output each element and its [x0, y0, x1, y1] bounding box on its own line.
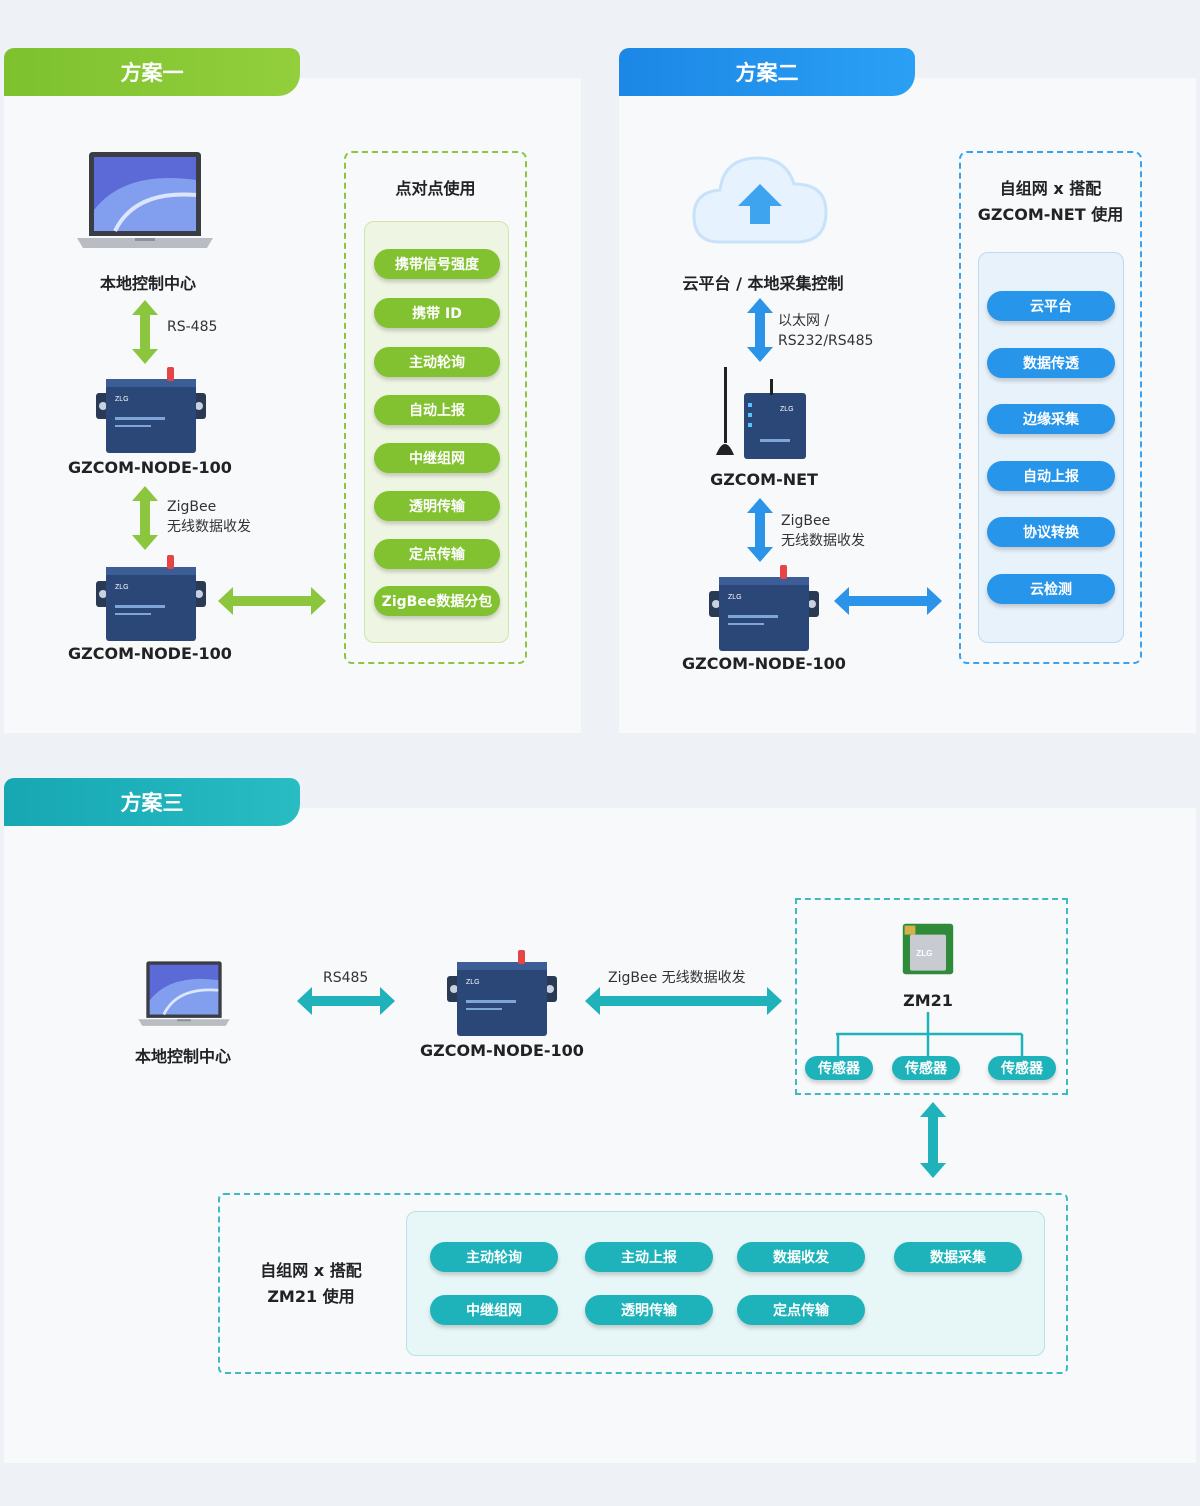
zigbee-node-icon — [90, 553, 212, 643]
s2-eth-label: 以太网 / RS232/RS485 — [778, 311, 873, 351]
s2-title-line2: GZCOM-NET 使用 — [977, 205, 1124, 224]
s2-title-line1: 自组网 x 搭配 — [999, 179, 1102, 198]
zm21-module-icon — [901, 914, 955, 984]
s3-feature-pill: 主动轮询 — [430, 1242, 558, 1272]
double-arrow-icon — [218, 587, 326, 615]
s2-zigbee-line2: 无线数据收发 — [781, 533, 865, 549]
s3-node-label: GZCOM-NODE-100 — [420, 1041, 584, 1060]
s1-pc-label: 本地控制中心 — [99, 274, 196, 293]
s1-zigbee-line1: ZigBee — [167, 499, 217, 515]
s1-feature-pill: 透明传输 — [374, 491, 500, 521]
s3-feature-pill: 透明传输 — [585, 1295, 713, 1325]
double-arrow-icon — [747, 298, 773, 362]
s3-feature-pill: 数据采集 — [894, 1242, 1022, 1272]
s3-feature-pill: 中继组网 — [430, 1295, 558, 1325]
scheme-1-tab: 方案一 — [4, 48, 300, 96]
scheme-3-tab: 方案三 — [4, 778, 300, 826]
s3-feature-inner — [406, 1211, 1045, 1356]
s3-zm21-label: ZM21 — [903, 991, 953, 1010]
s2-feature-pill: 云平台 — [987, 291, 1115, 321]
sensor-badge: 传感器 — [805, 1056, 873, 1080]
s2-node-label: GZCOM-NODE-100 — [682, 654, 846, 673]
s2-eth-line1: 以太网 / — [778, 313, 830, 329]
s3-title-line1: 自组网 x 搭配 — [260, 1261, 362, 1280]
sensor-tree-lines — [836, 1012, 1024, 1058]
s2-feature-box — [959, 151, 1142, 664]
s2-feature-pill: 云检测 — [987, 574, 1115, 604]
s3-feature-pill: 主动上报 — [585, 1242, 713, 1272]
s1-node1-label: GZCOM-NODE-100 — [68, 458, 232, 477]
double-arrow-icon — [132, 300, 158, 364]
s2-eth-line2: RS232/RS485 — [778, 333, 874, 349]
laptop-icon — [133, 960, 235, 1034]
s1-rs-label: RS-485 — [167, 319, 218, 335]
zigbee-node-icon — [442, 948, 562, 1038]
s2-zigbee-label: ZigBee 无线数据收发 — [781, 511, 865, 551]
s1-feature-pill: 自动上报 — [374, 395, 500, 425]
s1-feature-inner — [364, 221, 509, 643]
s1-feature-pill: 主动轮询 — [374, 347, 500, 377]
s1-node2-label: GZCOM-NODE-100 — [68, 644, 232, 663]
zigbee-node-icon — [703, 563, 825, 653]
s1-zigbee-label: ZigBee 无线数据收发 — [167, 497, 251, 537]
s3-zm21-box — [795, 898, 1068, 1095]
zigbee-node-icon — [90, 365, 212, 455]
s1-feature-title: 点对点使用 — [395, 179, 476, 198]
s2-feature-pill: 自动上报 — [987, 461, 1115, 491]
s2-net-label: GZCOM-NET — [710, 470, 818, 489]
s1-feature-pill: 中继组网 — [374, 443, 500, 473]
s2-zigbee-line1: ZigBee — [781, 513, 831, 529]
double-arrow-icon — [132, 486, 158, 550]
s2-feature-pill: 协议转换 — [987, 517, 1115, 547]
s3-title-line2: ZM21 使用 — [267, 1287, 355, 1306]
s2-feature-title: 自组网 x 搭配 GZCOM-NET 使用 — [959, 176, 1142, 228]
laptop-icon — [68, 150, 222, 260]
s3-feature-pill: 定点传输 — [737, 1295, 865, 1325]
s3-feature-title: 自组网 x 搭配 ZM21 使用 — [240, 1258, 382, 1310]
s1-feature-pill: 携带信号强度 — [374, 249, 500, 279]
cloud-upload-icon — [690, 150, 830, 250]
s1-zigbee-line2: 无线数据收发 — [167, 519, 251, 535]
s1-feature-pill: 携带 ID — [374, 298, 500, 328]
s1-feature-pill: ZigBee数据分包 — [374, 586, 500, 616]
double-arrow-icon — [747, 498, 773, 562]
s1-feature-pill: 定点传输 — [374, 539, 500, 569]
s3-zigbee-label: ZigBee 无线数据收发 — [608, 970, 746, 986]
scheme-2-tab: 方案二 — [619, 48, 915, 96]
s2-cloud-label: 云平台 / 本地采集控制 — [682, 274, 844, 293]
s2-feature-pill: 边缘采集 — [987, 404, 1115, 434]
s3-feature-pill: 数据收发 — [737, 1242, 865, 1272]
sensor-badge: 传感器 — [988, 1056, 1056, 1080]
double-arrow-icon — [585, 987, 782, 1015]
s1-feature-box — [344, 151, 527, 664]
s3-rs-label: RS485 — [323, 970, 369, 986]
double-arrow-icon — [297, 987, 395, 1015]
double-arrow-icon — [920, 1102, 946, 1178]
double-arrow-icon — [834, 587, 942, 615]
s3-feature-box — [218, 1193, 1068, 1374]
gateway-device-icon — [712, 363, 812, 463]
sensor-badge: 传感器 — [892, 1056, 960, 1080]
s2-feature-pill: 数据传透 — [987, 348, 1115, 378]
s3-pc-label: 本地控制中心 — [134, 1047, 231, 1066]
